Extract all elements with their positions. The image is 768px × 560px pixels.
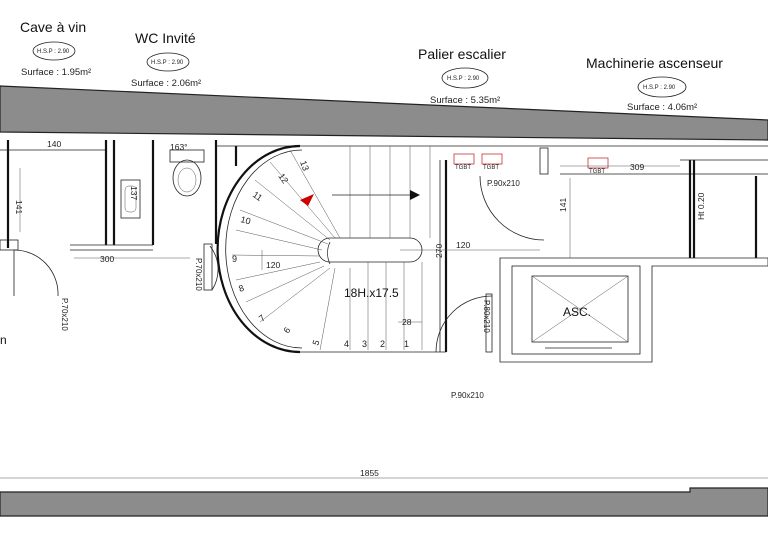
svg-text:P.70x210: P.70x210 — [194, 258, 203, 291]
svg-text:7: 7 — [257, 313, 267, 324]
svg-text:28: 28 — [402, 317, 412, 327]
svg-text:10: 10 — [239, 214, 251, 226]
svg-text:Surface : 1.95m²: Surface : 1.95m² — [21, 67, 91, 78]
stair-label: 18H.x17.5 — [344, 286, 399, 300]
svg-text:137: 137 — [129, 186, 139, 200]
svg-text:141: 141 — [14, 200, 24, 214]
svg-text:Ht 0.20: Ht 0.20 — [696, 192, 706, 220]
top-wall — [0, 85, 768, 141]
partial-room-label: n — [0, 333, 7, 347]
room-label-cave: Cave à vin H.S.P : 2.90 Surface : 1.95m² — [20, 19, 91, 78]
svg-text:Surface : 5.35m²: Surface : 5.35m² — [430, 95, 500, 106]
elevator-label: ASC. — [563, 305, 591, 319]
svg-text:163°: 163° — [170, 142, 188, 152]
svg-text:141: 141 — [558, 198, 568, 212]
svg-text:300: 300 — [100, 254, 114, 264]
svg-text:Cave à vin: Cave à vin — [20, 19, 86, 35]
dimension-labels: 140 141 137 300 163° 309 141 120 120 270… — [14, 139, 706, 478]
door-swings — [13, 175, 545, 353]
svg-text:2: 2 — [380, 339, 385, 349]
svg-text:H.S.P : 2.90: H.S.P : 2.90 — [151, 60, 184, 66]
svg-text:TGBT: TGBT — [455, 165, 471, 171]
svg-text:H.S.P : 2.90: H.S.P : 2.90 — [37, 49, 70, 55]
svg-text:Surface : 2.06m²: Surface : 2.06m² — [131, 78, 201, 89]
svg-text:12: 12 — [276, 171, 290, 185]
svg-text:Surface : 4.06m²: Surface : 4.06m² — [627, 102, 697, 113]
tgbt-panels: TGBT TGBT TGBT — [453, 153, 609, 175]
svg-text:TGBT: TGBT — [589, 169, 605, 175]
svg-text:WC Invité: WC Invité — [135, 30, 196, 46]
svg-text:4: 4 — [344, 339, 349, 349]
svg-text:6: 6 — [281, 325, 292, 335]
stair-step-numbers: 13 12 11 10 9 8 7 6 5 4 3 2 1 — [232, 159, 409, 349]
svg-text:P.90x210: P.90x210 — [487, 179, 520, 188]
svg-text:Palier escalier: Palier escalier — [418, 46, 506, 62]
svg-text:309: 309 — [630, 162, 644, 172]
door-labels: P.70x210 P.70x210 P.90x210 P.80x210 P.90… — [60, 179, 520, 400]
svg-text:TGBT: TGBT — [483, 165, 499, 171]
svg-text:Machinerie ascenseur: Machinerie ascenseur — [586, 55, 723, 71]
room-label-wc: WC Invité H.S.P : 2.90 Surface : 2.06m² — [131, 30, 201, 89]
svg-text:140: 140 — [47, 139, 61, 149]
svg-text:H.S.P : 2.90: H.S.P : 2.90 — [643, 85, 676, 91]
bottom-wall — [0, 487, 768, 517]
svg-text:5: 5 — [310, 339, 321, 347]
svg-text:9: 9 — [232, 254, 237, 264]
svg-text:120: 120 — [456, 240, 470, 250]
stair-arrow-icon — [300, 194, 314, 206]
svg-text:1855: 1855 — [360, 468, 379, 478]
svg-text:270: 270 — [434, 244, 444, 258]
room-label-palier: Palier escalier H.S.P : 2.90 Surface : 5… — [418, 46, 506, 106]
svg-text:3: 3 — [362, 339, 367, 349]
svg-text:120: 120 — [266, 260, 280, 270]
svg-text:P.90x210: P.90x210 — [451, 391, 484, 400]
svg-text:H.S.P : 2.90: H.S.P : 2.90 — [447, 76, 480, 82]
partitions — [0, 140, 768, 363]
dimension-lines — [0, 165, 768, 479]
room-label-machinerie: Machinerie ascenseur H.S.P : 2.90 Surfac… — [586, 55, 723, 113]
svg-text:11: 11 — [251, 189, 264, 203]
spiral-stair — [216, 144, 431, 354]
svg-text:P.70x210: P.70x210 — [60, 298, 69, 331]
svg-text:1: 1 — [404, 339, 409, 349]
svg-text:13: 13 — [298, 159, 311, 172]
svg-text:8: 8 — [237, 283, 245, 294]
svg-text:P.80x210: P.80x210 — [482, 300, 491, 333]
